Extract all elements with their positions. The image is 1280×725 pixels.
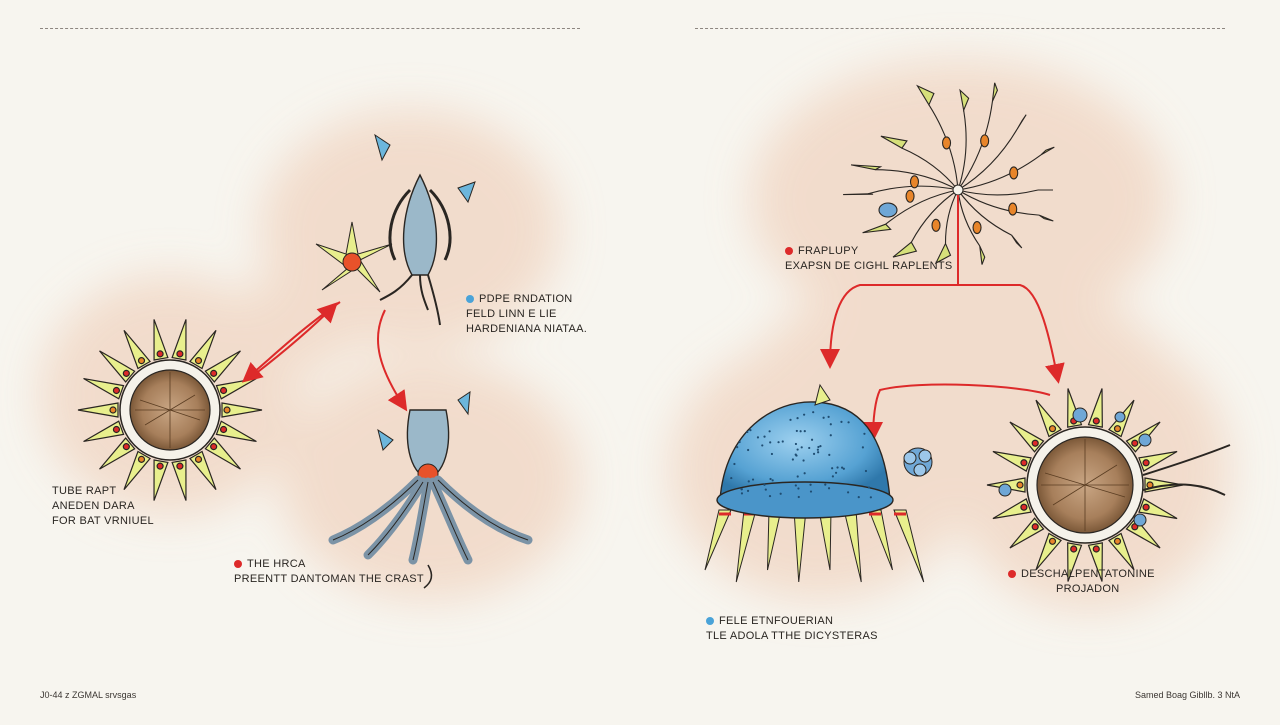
label-r1: FRAPLUPY EXAPSN DE CIGHL RAPLENTS (785, 244, 953, 274)
label-l3-line2: PREENTT DANTOMAN THE CRAST (234, 573, 424, 585)
label-l2: TUBE RAPT ANEDEN DARA FOR BAT VRNIUEL (52, 484, 154, 529)
label-l3: THE HRCA PREENTT DANTOMAN THE CRAST (234, 557, 424, 587)
marker-red-icon (234, 560, 242, 568)
label-r3-line1: FELE ETNFOUERIAN (719, 615, 834, 627)
label-r3-line2: TLE ADOLA TTHE DICYSTERAS (706, 630, 878, 642)
marker-blue-icon (466, 295, 474, 303)
flower-icon (903, 447, 933, 477)
left-arrows (241, 301, 408, 412)
blue-dome-icon (704, 383, 925, 583)
label-r2: DESCHALPENTATONINE PROJADON (1008, 567, 1155, 597)
label-l2-line2: ANEDEN DARA (52, 500, 135, 512)
label-l1-line3: HARDENIANA NIATAA. (466, 323, 588, 335)
neuron-tree-icon (843, 82, 1055, 265)
plant-cell-right-icon (986, 388, 1231, 582)
top-rule-right (695, 28, 1225, 29)
label-r2-line1: DESCHALPENTATONINE (1021, 568, 1155, 580)
label-l2-line1: TUBE RAPT (52, 485, 117, 497)
marker-blue-icon (706, 617, 714, 625)
marker-red-icon (1008, 570, 1016, 578)
label-r1-line1: FRAPLUPY (798, 245, 859, 257)
label-r1-line2: EXAPSN DE CIGHL RAPLENTS (785, 260, 953, 272)
label-l1-line1: PDPE RNDATION (479, 293, 573, 305)
label-l2-line3: FOR BAT VRNIUEL (52, 515, 154, 527)
label-l3-line1: THE HRCA (247, 558, 306, 570)
label-l1: PDPE RNDATION FELD LINN E LIE HARDENIANA… (466, 292, 587, 337)
footer-right: Samed Boag Gibllb. 3 NtA (1134, 690, 1240, 700)
label-r2-line2: PROJADON (1056, 583, 1120, 595)
right-arrows (820, 195, 1065, 442)
plant-cell-icon (77, 319, 263, 501)
label-l1-line2: FELD LINN E LIE (466, 308, 557, 320)
marker-red-icon (785, 247, 793, 255)
jellyfish-cell-icon (328, 391, 533, 589)
label-r3: FELE ETNFOUERIAN TLE ADOLA TTHE DICYSTER… (706, 614, 878, 644)
top-rule-left (40, 28, 580, 29)
star-cell-icon (315, 221, 393, 293)
neuron-icon (374, 133, 476, 326)
footer-left: J0-44 z ZGMAL srvsgas (40, 690, 137, 700)
